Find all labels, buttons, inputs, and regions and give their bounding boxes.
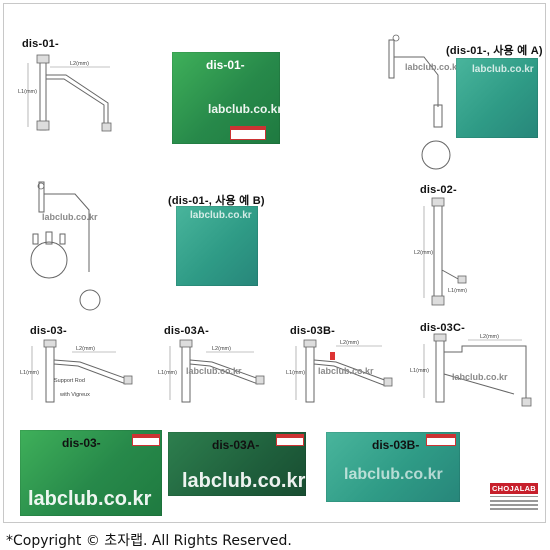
logo-text: CHOJALAB [490,483,538,494]
product-label-dis-03: dis-03- [30,325,67,337]
dim-l2-label: L2(mm) [414,250,433,256]
product-label-dis-01-usage-a: (dis-01-, 사용 예 A) [446,45,543,57]
product-tag [132,434,160,446]
dis-01-photo: dis-01- labclub.co.kr [172,52,280,144]
dim-l2-label: L2(mm) [480,334,499,340]
product-tag [230,126,266,140]
logo-fine-print [490,496,538,510]
watermark-plain: labclub.co.kr [318,366,374,376]
watermark: labclub.co.kr [182,470,306,492]
dis-03b-drawing: L1(mm) L2(mm) [286,339,393,403]
dim-l2-label: L2(mm) [340,340,359,346]
chojalab-logo: CHOJALAB [490,483,538,519]
watermark-plain: labclub.co.kr [42,212,98,222]
dim-l1-label: L1(mm) [286,370,305,376]
watermark: labclub.co.kr [344,466,443,483]
watermark-plain: labclub.co.kr [186,366,242,376]
watermark: labclub.co.kr [190,210,252,221]
dis-01-usage-a-photo: labclub.co.kr [456,58,538,138]
watermark-plain: labclub.co.kr [405,62,461,72]
dim-l1-label: L1(mm) [20,370,39,376]
dis-03-drawing: L1(mm) L2(mm) Support Rod with Vigreux [20,339,133,403]
with-vigreux-label: with Vigreux [59,392,90,398]
dis-03-photo-title: dis-03- [62,436,101,450]
product-label-dis-01-usage-b: (dis-01-, 사용 예 B) [168,195,265,207]
dim-l1-label: L1(mm) [448,288,467,294]
watermark: labclub.co.kr [208,102,280,116]
dim-l2-label: L2(mm) [76,346,95,352]
dim-l1-label: L1(mm) [410,368,429,374]
dim-l1-label: L1(mm) [158,370,177,376]
support-rod-label: Support Rod [54,378,85,384]
copyright-notice: *Copyright © 초자랩. All Rights Reserved. [6,533,292,549]
dis-01-usage-a-drawing [388,34,451,170]
product-tag [426,434,456,446]
product-label-dis-02: dis-02- [420,184,457,196]
dim-l2-label: L2(mm) [70,61,89,67]
dis-03-photo: dis-03- labclub.co.kr [20,430,162,516]
watermark: labclub.co.kr [472,64,534,75]
dis-03c-drawing: L1(mm) L2(mm) [410,333,532,407]
dis-03b-photo: dis-03B- labclub.co.kr [326,432,460,502]
dim-l2-label: L2(mm) [212,346,231,352]
product-label-dis-03b: dis-03B- [290,325,335,337]
dis-01-setup-drawing [30,181,101,311]
product-label-dis-03a: dis-03A- [164,325,209,337]
dis-03b-photo-title: dis-03B- [372,438,420,452]
dis-03a-photo-title: dis-03A- [212,438,260,452]
dis-02-drawing: L2(mm) L1(mm) [414,197,467,306]
watermark: labclub.co.kr [28,488,152,510]
product-tag [276,434,304,446]
dim-l1-label: L1(mm) [18,89,37,95]
dis-01-drawing: L1(mm) L2(mm) [18,54,112,132]
dis-03a-drawing: L1(mm) L2(mm) [158,339,265,403]
watermark-plain: labclub.co.kr [452,372,508,382]
product-label-dis-03c: dis-03C- [420,322,465,334]
dis-01-photo-title: dis-01- [206,58,245,72]
dis-03a-photo: dis-03A- labclub.co.kr [168,432,306,496]
dis-01-usage-b-photo: labclub.co.kr [176,206,258,286]
product-label-dis-01: dis-01- [22,38,59,50]
